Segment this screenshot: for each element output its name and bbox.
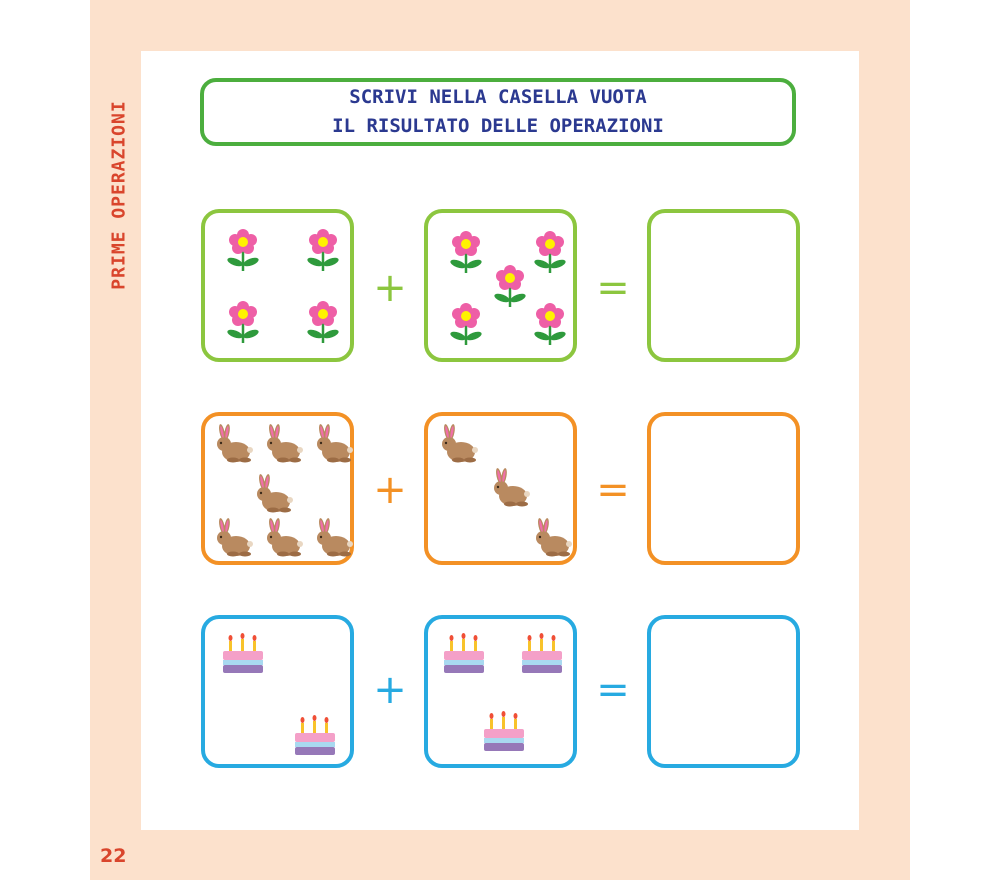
cake-icon — [295, 715, 335, 755]
flower-icon — [227, 301, 259, 343]
page-number: 22 — [100, 845, 127, 867]
rabbit-icon — [267, 518, 303, 557]
flower-icon — [450, 231, 482, 273]
instruction-line-2: IL RISULTATO DELLE OPERAZIONI — [332, 115, 664, 137]
flower-icon — [307, 301, 339, 343]
first-addend-box — [201, 412, 354, 565]
rabbit-icon — [217, 518, 253, 557]
instruction-box: SCRIVI NELLA CASELLA VUOTA IL RISULTATO … — [200, 78, 796, 146]
plus-sign: + — [373, 667, 407, 713]
answer-box[interactable] — [647, 615, 800, 768]
cake-icon — [484, 711, 524, 751]
side-title: PRIME OPERAZIONI — [108, 100, 130, 290]
first-addend-box — [201, 615, 354, 768]
cake-icon — [223, 633, 263, 673]
second-addend-box — [424, 412, 577, 565]
equals-sign: = — [596, 467, 630, 513]
rabbit-icon — [257, 474, 293, 513]
rabbit-icon — [217, 424, 253, 463]
cake-icon — [522, 633, 562, 673]
rabbit-icon — [536, 518, 572, 557]
flower-icon — [534, 303, 566, 345]
flower-icon — [227, 229, 259, 271]
flower-icon — [534, 231, 566, 273]
rabbit-icon — [494, 468, 530, 507]
rabbit-icon — [442, 424, 478, 463]
rabbit-icon — [267, 424, 303, 463]
equals-sign: = — [596, 265, 630, 311]
second-addend-box — [424, 615, 577, 768]
first-addend-box — [201, 209, 354, 362]
plus-sign: + — [373, 467, 407, 513]
flower-icon — [307, 229, 339, 271]
flower-icon — [494, 265, 526, 307]
answer-box[interactable] — [647, 209, 800, 362]
instruction-line-1: SCRIVI NELLA CASELLA VUOTA — [349, 86, 647, 108]
rabbit-icon — [317, 518, 353, 557]
answer-box[interactable] — [647, 412, 800, 565]
rabbit-icon — [317, 424, 353, 463]
flower-icon — [450, 303, 482, 345]
equals-sign: = — [596, 667, 630, 713]
second-addend-box — [424, 209, 577, 362]
plus-sign: + — [373, 265, 407, 311]
cake-icon — [444, 633, 484, 673]
